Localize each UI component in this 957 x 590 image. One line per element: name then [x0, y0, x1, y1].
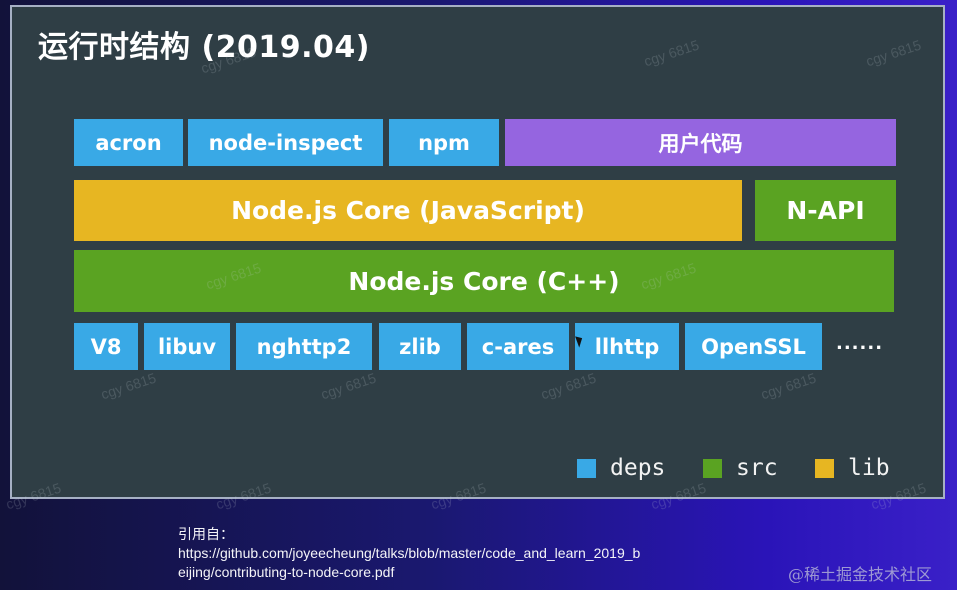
credit-watermark: @稀土掘金技术社区 — [788, 565, 933, 584]
legend-swatch-deps-icon — [577, 458, 596, 478]
citation-url-line1[interactable]: https://github.com/joyeecheung/talks/blo… — [178, 545, 641, 561]
block-libuv: libuv — [144, 323, 230, 370]
block-node-inspect: node-inspect — [188, 119, 383, 166]
slide-title: 运行时结构 (2019.04) — [38, 30, 371, 65]
citation: 引用自： https://github.com/joyeecheung/talk… — [178, 525, 640, 582]
citation-url-line2[interactable]: eijing/contributing-to-node-core.pdf — [178, 564, 395, 580]
more-ellipsis: ...... — [836, 333, 884, 354]
legend-swatch-src-icon — [703, 458, 722, 478]
block-c-ares: c-ares — [467, 323, 569, 370]
block-nodejs-core-cpp: Node.js Core (C++) — [74, 250, 894, 312]
legend-lib: lib — [815, 455, 890, 481]
block-zlib: zlib — [379, 323, 461, 370]
legend-label: deps — [610, 455, 666, 481]
legend-deps: deps — [577, 455, 665, 481]
citation-label: 引用自： — [178, 526, 234, 542]
legend-label: lib — [848, 455, 890, 481]
block-nghttp2: nghttp2 — [236, 323, 372, 370]
block-acron: acron — [74, 119, 183, 166]
block-n-api: N-API — [755, 180, 896, 241]
block-openssl: OpenSSL — [685, 323, 822, 370]
legend-swatch-lib-icon — [815, 458, 834, 478]
block-v8: V8 — [74, 323, 138, 370]
legend-label: src — [736, 455, 778, 481]
block-user-code: 用户代码 — [505, 119, 896, 166]
block-llhttp: llhttp — [575, 323, 679, 370]
block-npm: npm — [389, 119, 499, 166]
block-nodejs-core-js: Node.js Core (JavaScript) — [74, 180, 742, 241]
legend-src: src — [703, 455, 778, 481]
